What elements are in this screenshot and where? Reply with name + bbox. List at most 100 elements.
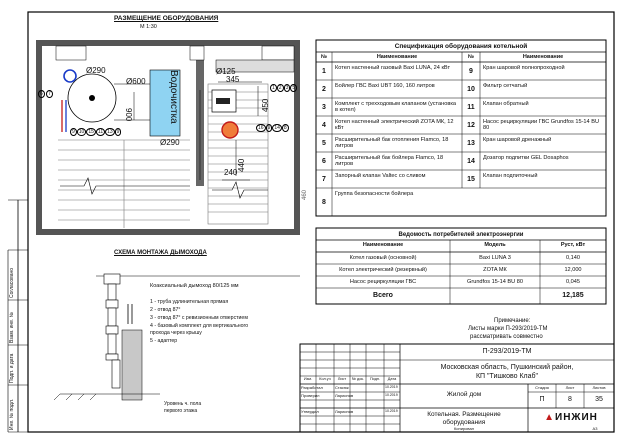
margin-label-inv: Инв. № подл. [9, 398, 15, 430]
dim-d125: Ø125 [216, 67, 236, 76]
spec-cell-num: 2 [322, 85, 326, 93]
spec-cell-num: 10 [467, 85, 475, 93]
chimney-pipe [103, 273, 121, 389]
spec-cell-num: 3 [322, 103, 326, 111]
consumer-cell-model: ZOTA МК [483, 266, 507, 273]
spec-title: Спецификация оборудования котельной [394, 43, 528, 50]
spec-cell-name: Клапан подпиточный [483, 173, 538, 179]
dim-450: 450 [261, 98, 270, 112]
chimney-item-3: 3 - отвод 87° с ревизионным отверстием [150, 315, 248, 321]
stamp-location-2: КП "Тишково Клаб" [475, 373, 539, 380]
stamp-person-role: Разработал [301, 385, 323, 390]
spec-cell-num: 9 [469, 67, 473, 75]
stamp-person-role: Проверил [301, 393, 320, 398]
spec-cell-name: Расширительный бак отопления Flamco, 18 … [335, 137, 449, 150]
dim-d290b: Ø290 [160, 138, 180, 147]
dim-460: 460 [302, 189, 308, 200]
margin-label-sign-date: Подп. и дата [9, 353, 15, 383]
consumer-cell-power: 0,140 [566, 254, 580, 261]
stamp-sheets: 35 [595, 396, 603, 403]
stamp-person-name: Стасюк [335, 385, 349, 390]
consumer-cell-model: Grundfos 15-14 BU 80 [467, 278, 523, 285]
spec-header-num1: № [320, 54, 328, 60]
stamp-sheets-header: Листов [592, 385, 606, 390]
consumer-cell-name: Котел газовый (основной) [349, 254, 417, 261]
chimney-item-5: прохода через крышу [150, 330, 202, 336]
consumers-total-value: 12,185 [562, 292, 584, 299]
stamp-person-name: Ларионов [335, 409, 354, 414]
stamp-person-date: 10.2019 [385, 385, 398, 389]
stamp-location-1: Московская область, Пушкинский район, [440, 364, 574, 371]
stamp-row-label: Дата [387, 377, 397, 381]
stamp-row-label: Кол.уч [319, 377, 331, 381]
stamp-format: А3 [592, 426, 598, 431]
stamp-person-name: Ларионов [335, 393, 354, 398]
chimney-title: СХЕМА МОНТАЖА ДЫМОХОДА [114, 250, 207, 256]
stamp-person-date: 10.2019 [385, 393, 398, 397]
spec-cell-num: 4 [322, 121, 326, 129]
consumers-total-label: Всего [373, 292, 393, 299]
margin-label-agreed: Согласовано [9, 267, 15, 298]
stamp-row-label: Лист [337, 377, 347, 381]
spec-cell-name: Бойлер ГВС Baxi UBT 160, 160 литров [335, 83, 435, 89]
level-note-1: Уровень ч. пола [164, 401, 202, 407]
spec-cell-name: Группа безопасности бойлера [335, 191, 414, 197]
stamp-row-label: № док. [351, 377, 365, 381]
spec-cell-num: 15 [467, 175, 475, 183]
spec-cell-num: 12 [467, 121, 475, 129]
spec-cell-name: Комплект с трехходовым клапаном (установ… [335, 101, 457, 114]
dim-900: 900 [124, 108, 133, 122]
stamp-drawing-title-2: оборудования [442, 419, 486, 426]
spec-cell-num: 1 [322, 67, 326, 75]
stamp-code: П-293/2019-ТМ [482, 348, 532, 355]
spec-cell-num: 5 [322, 139, 326, 147]
spec-cell-name: Кран шаровой дренажный [483, 137, 552, 143]
stamp-row-label: Подп. [369, 377, 381, 381]
dim-345: 345 [226, 75, 240, 84]
margin-label-replace: Взам. инв. № [9, 312, 15, 343]
stamp-stage: П [539, 396, 545, 403]
stamp-sheet: 8 [568, 396, 572, 403]
spec-header-num2: № [467, 54, 475, 60]
spec-cell-num: 13 [467, 139, 475, 147]
stamp-sheet-header: Лист [565, 385, 575, 390]
stamp-row-label: Изм. [303, 377, 313, 381]
spec-cell-num: 6 [322, 157, 326, 165]
water-treatment-label: Водочистка [168, 70, 179, 124]
spec-cell-name: Дозатор подпитки GEL Dosaphos [483, 155, 569, 161]
dim-d600: Ø600 [126, 77, 146, 86]
spec-header-name1: Наименование [376, 54, 418, 60]
consumers-header-power: Руст, кВт [560, 242, 586, 248]
note-line1: Листы марки П-293/2019-ТМ [468, 326, 548, 332]
spec-cell-name: Котел настенный газовый Baxi LUNA, 24 кВ… [335, 65, 451, 71]
consumers-header-model: Модель [484, 242, 506, 248]
spec-cell-name: Запорный клапан Valtec со сливом [335, 173, 426, 179]
spec-cell-name: Расширительный бак бойлера Flamco, 18 ли… [335, 155, 444, 168]
plan-title: РАЗМЕЩЕНИЕ ОБОРУДОВАНИЯ [114, 15, 219, 22]
spec-cell-name: Клапан обратный [483, 101, 529, 107]
spec-header-name2: Наименование [522, 54, 564, 60]
stamp-person-date: 10.2019 [385, 409, 398, 413]
spec-cell-name: Насос рециркуляции ГВС Grundfos 15-14 BU… [483, 119, 599, 132]
plan-scale: М 1:30 [140, 24, 157, 30]
spec-cell-name: Фильтр сетчатый [483, 83, 528, 89]
consumer-cell-power: 12,000 [564, 266, 582, 273]
note-line2: рассматривать совместно [470, 334, 543, 340]
spec-cell-name: Кран шаровой полнопроходной [483, 65, 565, 71]
spec-cell-num: 8 [322, 198, 326, 206]
logo-mark-icon: ▲ [544, 412, 556, 423]
consumer-cell-model: Baxi LUNA 3 [479, 254, 511, 261]
stamp-person-role: Утвердил [301, 409, 319, 414]
consumer-cell-name: Котел электрический (резервный) [339, 266, 427, 273]
stamp-copied: Копировал [453, 426, 475, 431]
consumer-cell-name: Насос рециркуляции ГВС [349, 278, 417, 285]
chimney-item-2: 2 - отвод 87° [150, 307, 181, 313]
company-logo: ▲ИНЖИН [544, 412, 598, 423]
stamp-object: Жилой дом [446, 391, 482, 398]
spec-cell-name: Котел настенный электрический ZOTA МК, 1… [335, 119, 454, 132]
dim-440: 440 [237, 158, 246, 172]
bubbles-left: 6 7 [38, 90, 53, 98]
